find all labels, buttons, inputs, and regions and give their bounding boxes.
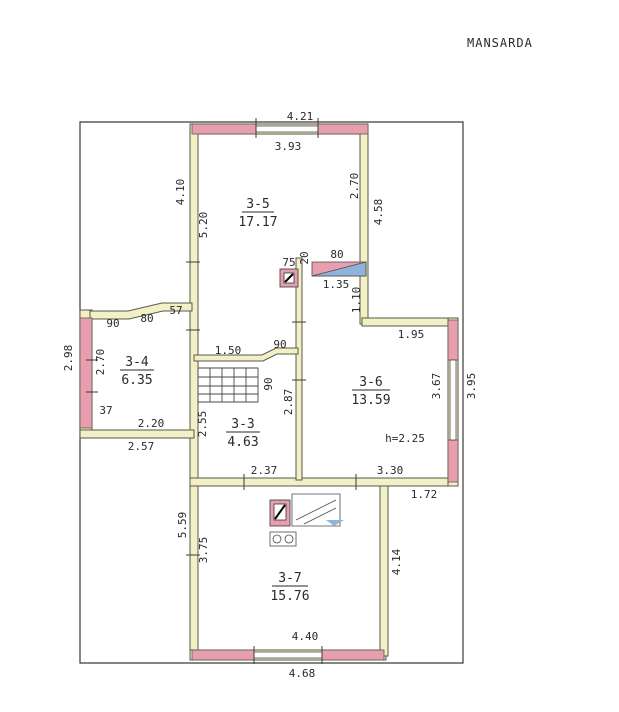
dim-237: 2.37 (251, 464, 278, 477)
dim-57: 57 (169, 304, 182, 317)
sash-top (255, 125, 319, 133)
dim-395: 3.95 (465, 373, 478, 400)
room-3-5-id: 3-5 (246, 197, 269, 212)
window-3-6-upper (447, 319, 459, 361)
dim-90-stair: 90 (273, 338, 286, 351)
dim-bottom-outer: 4.68 (289, 667, 316, 680)
wall-partition-3-5-3-6 (295, 257, 303, 481)
dim-270-upper: 2.70 (348, 173, 361, 200)
room-3-5-area: 17.17 (238, 215, 277, 230)
dim-height: h=2.25 (385, 432, 425, 445)
room-3-3-area: 4.63 (227, 435, 258, 450)
window-bottom-right (321, 649, 385, 661)
room-3-7-area: 15.76 (270, 589, 309, 604)
stairs (197, 367, 259, 403)
dim-80-chimney: 80 (330, 248, 343, 261)
room-3-4-area: 6.35 (121, 373, 152, 388)
window-3-6-lower (447, 439, 459, 483)
dim-150: 1.50 (215, 344, 242, 357)
room-3-3-id: 3-3 (231, 417, 254, 432)
room-labels: 3-5 17.17 3-4 6.35 3-3 4.63 3-6 13.59 3-… (120, 197, 391, 604)
dim-330: 3.30 (377, 464, 404, 477)
dim-255: 2.55 (196, 411, 209, 438)
room-3-7-id: 3-7 (278, 571, 301, 586)
wall-3-4-top (89, 302, 193, 320)
room-3-4-id: 3-4 (125, 355, 149, 370)
wall-right-lower (379, 483, 389, 657)
dim-80-3-4: 80 (140, 312, 153, 325)
chimney-lower (269, 493, 344, 547)
dim-135: 1.35 (323, 278, 350, 291)
sash-bottom (253, 651, 323, 659)
dim-410: 4.10 (174, 179, 187, 206)
dim-90-stair-vertical: 90 (262, 377, 275, 390)
dim-458: 4.58 (372, 199, 385, 226)
dim-287: 2.87 (282, 389, 295, 416)
window-3-4 (79, 317, 93, 429)
room-3-6-area: 13.59 (351, 393, 390, 408)
dim-110: 1.10 (350, 287, 363, 314)
dimension-labels-horizontal: 4.21 3.93 80 75 1.35 1.95 90 80 57 1.50 … (99, 110, 437, 680)
dim-195: 1.95 (398, 328, 425, 341)
dim-top-outer: 4.21 (287, 110, 314, 123)
dim-top-inner: 3.93 (275, 140, 302, 153)
dim-520: 5.20 (197, 212, 210, 239)
dim-367: 3.67 (430, 373, 443, 400)
roof-outline (79, 121, 464, 664)
wall-3-4-bottom (79, 429, 195, 439)
dimension-labels-vertical: 4.10 5.20 2.70 4.58 20 1.10 2.98 2.70 90… (62, 173, 478, 576)
chimney-upper (279, 261, 367, 288)
dim-90-3-4: 90 (106, 317, 119, 330)
windows (79, 123, 459, 661)
dim-257: 2.57 (128, 440, 155, 453)
dim-559: 5.59 (176, 512, 189, 539)
room-3-6-id: 3-6 (359, 375, 382, 390)
sash-right (449, 359, 457, 441)
dim-414: 4.14 (390, 548, 403, 575)
dim-37: 37 (99, 404, 112, 417)
dim-172: 1.72 (411, 488, 438, 501)
window-top-left (191, 123, 257, 135)
dim-270-3-4: 2.70 (94, 349, 107, 376)
dim-375: 3.75 (197, 537, 210, 564)
dimension-ticks (86, 118, 357, 664)
wall-3-6-top (361, 317, 458, 327)
dim-20: 20 (298, 251, 311, 264)
wall-mid-horizontal (189, 477, 456, 487)
dim-298: 2.98 (62, 345, 75, 372)
dim-75: 75 (282, 256, 295, 269)
dim-bottom-inner: 4.40 (292, 630, 319, 643)
wall-stair-top (193, 347, 299, 362)
wall-left-lower (189, 479, 199, 657)
window-bottom-left (191, 649, 255, 661)
plan-title: MANSARDA (467, 36, 533, 50)
dim-220: 2.20 (138, 417, 165, 430)
window-top-right (317, 123, 369, 135)
